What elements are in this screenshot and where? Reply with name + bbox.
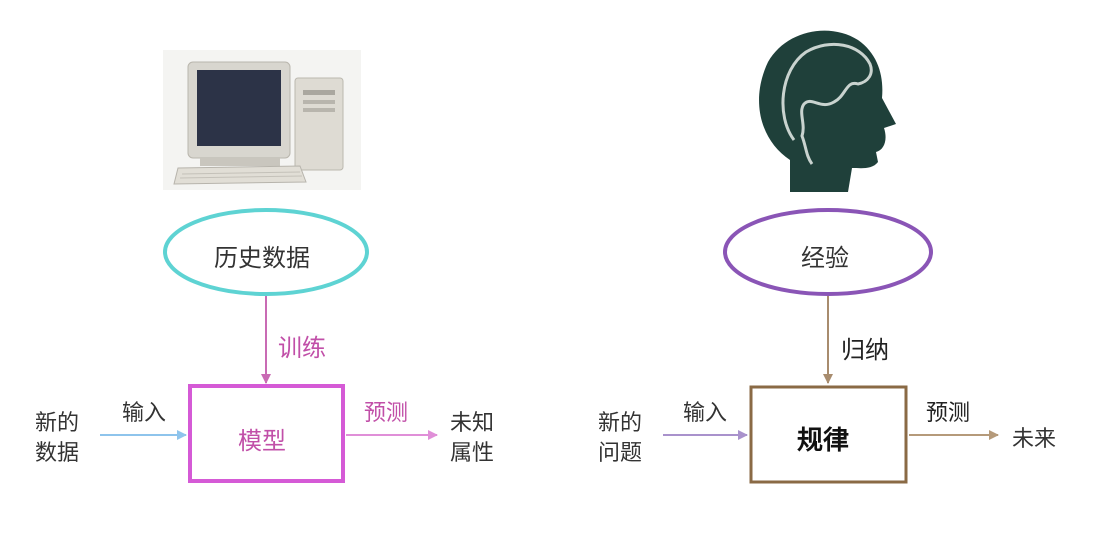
- unknown-line2: 属性: [450, 441, 495, 466]
- unknown-line1: 未知: [450, 411, 495, 436]
- train-label: 训练: [278, 334, 326, 362]
- model-box: [188, 384, 345, 483]
- new-problem-line2: 问题: [598, 441, 643, 466]
- future-label: 未来: [1012, 427, 1057, 452]
- model-label: 模型: [238, 427, 286, 455]
- new-data-line1: 新的: [35, 411, 80, 436]
- rule-box: [749, 385, 908, 484]
- new-data-line2: 数据: [35, 441, 80, 466]
- rule-label: 规律: [797, 426, 850, 456]
- induce-label: 归纳: [841, 336, 889, 364]
- history-data-label: 历史数据: [214, 244, 310, 272]
- predict-label-left: 预测: [364, 401, 409, 426]
- input-label-right: 输入: [683, 401, 728, 426]
- new-problem-line1: 新的: [598, 411, 643, 436]
- history-data-ellipse: [163, 208, 369, 296]
- experience-ellipse: [723, 208, 933, 296]
- computer-icon: [163, 50, 361, 190]
- predict-label-right: 预测: [926, 401, 971, 426]
- experience-label: 经验: [801, 244, 849, 272]
- head-icon: [759, 30, 896, 193]
- input-label-left: 输入: [122, 401, 167, 426]
